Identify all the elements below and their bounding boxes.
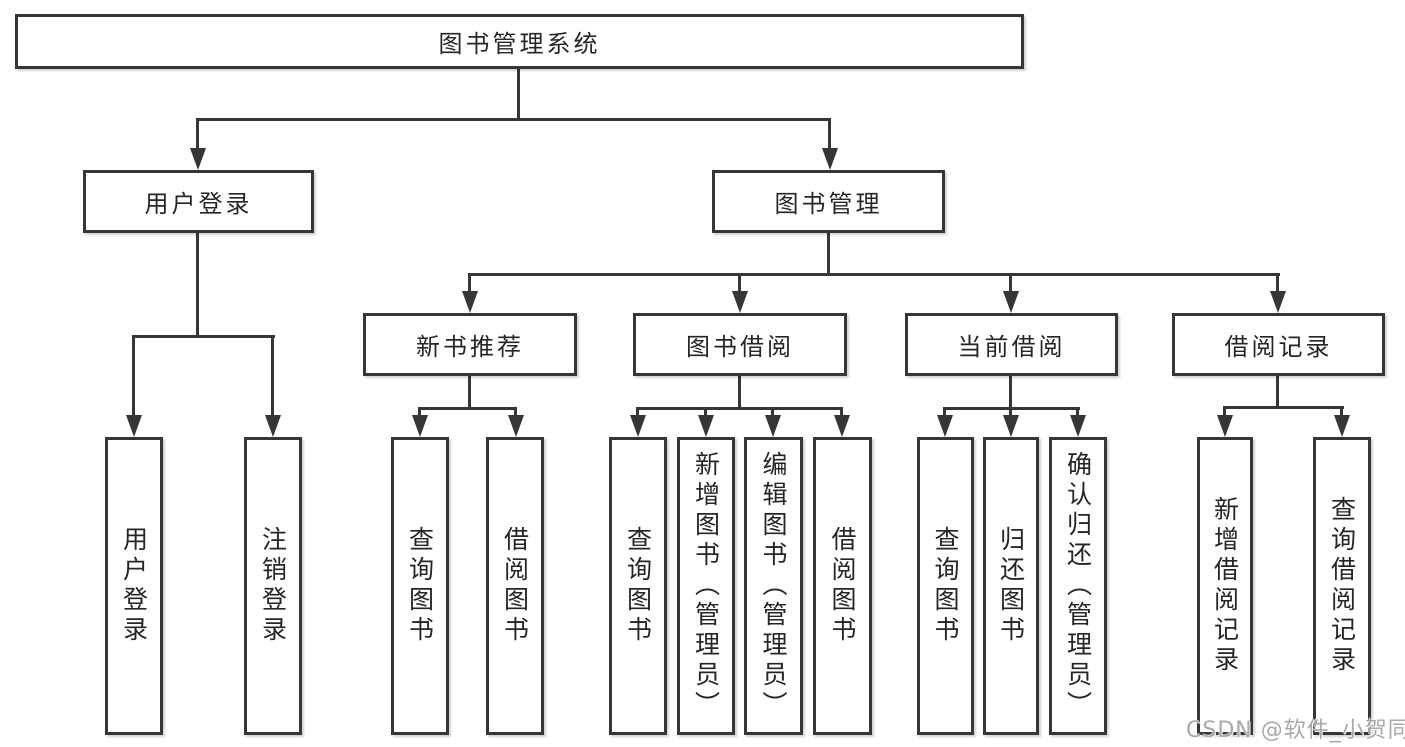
connector-line	[1223, 406, 1344, 409]
connector-line	[827, 231, 830, 273]
arrow-down-icon	[1334, 415, 1350, 437]
connector-line	[636, 407, 639, 417]
connector-line	[468, 374, 471, 407]
node-book-management: 图书管理	[712, 170, 945, 233]
arrow-down-icon	[1270, 291, 1286, 313]
arrow-down-icon	[822, 148, 838, 170]
leaf-user-login: 用户登录	[105, 437, 163, 735]
leaf-query-books-recommend: 查询图书	[391, 437, 449, 735]
arrow-down-icon	[462, 291, 478, 313]
leaf-borrow-books-recommend-label: 借阅图书	[500, 526, 530, 646]
node-user-login: 用户登录	[83, 170, 314, 233]
arrow-down-icon	[834, 415, 850, 437]
connector-line	[1223, 406, 1226, 417]
leaf-query-books-current: 查询图书	[917, 437, 974, 735]
leaf-add-books-admin-label: 新增图书（管理员）	[691, 451, 721, 721]
connector-line	[1340, 406, 1343, 417]
leaf-query-books-current-label: 查询图书	[931, 526, 960, 646]
connector-line	[468, 273, 471, 293]
arrow-down-icon	[1070, 415, 1086, 437]
leaf-query-borrow-record: 查询借阅记录	[1313, 437, 1371, 735]
connector-line	[271, 335, 274, 417]
connector-line	[738, 273, 741, 293]
connector-line	[514, 407, 517, 417]
leaf-query-borrow-record-label: 查询借阅记录	[1327, 496, 1357, 676]
arrow-down-icon	[765, 415, 781, 437]
leaf-logout: 注销登录	[244, 437, 302, 735]
connector-line	[196, 231, 199, 335]
leaf-borrow-books: 借阅图书	[813, 437, 872, 735]
arrow-down-icon	[265, 415, 281, 437]
arrow-down-icon	[698, 415, 714, 437]
leaf-borrow-books-label: 借阅图书	[828, 526, 857, 646]
node-root: 图书管理系统	[15, 14, 1024, 69]
connector-line	[196, 118, 199, 150]
leaf-user-login-label: 用户登录	[119, 526, 149, 646]
connector-line	[1009, 273, 1012, 293]
connector-line	[1076, 407, 1079, 417]
arrow-down-icon	[1003, 291, 1019, 313]
arrow-down-icon	[412, 415, 428, 437]
leaf-edit-books-admin: 编辑图书（管理员）	[744, 437, 803, 735]
connector-line	[517, 68, 520, 118]
node-borrowing-records-label: 借阅记录	[1224, 333, 1333, 361]
node-book-borrowing-label: 图书借阅	[686, 333, 794, 361]
leaf-confirm-return-admin: 确认归还（管理员）	[1049, 437, 1107, 735]
connector-line	[840, 407, 843, 417]
arrow-down-icon	[732, 291, 748, 313]
arrow-down-icon	[190, 148, 206, 170]
connector-line	[738, 374, 741, 407]
connector-line	[1009, 407, 1012, 417]
node-new-book-recommend: 新书推荐	[363, 313, 577, 376]
connector-line	[418, 407, 517, 410]
connector-line	[704, 407, 707, 417]
connector-line	[771, 407, 774, 417]
connector-line	[1009, 374, 1012, 407]
node-current-borrowing: 当前借阅	[905, 313, 1118, 376]
arrow-down-icon	[1003, 415, 1019, 437]
connector-line	[1276, 374, 1279, 406]
arrow-down-icon	[937, 415, 953, 437]
leaf-logout-label: 注销登录	[258, 526, 288, 646]
node-borrowing-records: 借阅记录	[1172, 313, 1385, 376]
node-current-borrowing-label: 当前借阅	[957, 333, 1066, 361]
leaf-query-books-borrowing-label: 查询图书	[623, 526, 653, 646]
node-book-management-label: 图书管理	[774, 190, 883, 218]
arrow-down-icon	[1217, 415, 1233, 437]
node-user-login-label: 用户登录	[144, 190, 253, 218]
node-book-borrowing: 图书借阅	[633, 313, 847, 376]
connector-line	[636, 407, 843, 410]
leaf-add-books-admin: 新增图书（管理员）	[677, 437, 735, 735]
node-root-label: 图书管理系统	[438, 30, 601, 58]
leaf-borrow-books-recommend: 借阅图书	[486, 437, 544, 735]
leaf-query-books-recommend-label: 查询图书	[405, 526, 435, 646]
csdn-watermark: CSDN @软件_小贺同学	[1186, 718, 1405, 743]
arrow-down-icon	[508, 415, 524, 437]
leaf-query-books-borrowing: 查询图书	[609, 437, 667, 735]
connector-line	[943, 407, 946, 417]
connector-line	[132, 335, 135, 417]
arrow-down-icon	[630, 415, 646, 437]
connector-line	[1276, 273, 1279, 293]
arrow-down-icon	[126, 415, 142, 437]
connector-line	[196, 118, 831, 121]
leaf-confirm-return-admin-label: 确认归还（管理员）	[1063, 451, 1093, 721]
node-new-book-recommend-label: 新书推荐	[416, 333, 524, 361]
connector-line	[418, 407, 421, 417]
leaf-edit-books-admin-label: 编辑图书（管理员）	[759, 451, 788, 721]
connector-line	[468, 273, 1280, 276]
leaf-return-books: 归还图书	[983, 437, 1039, 735]
leaf-add-borrow-record-label: 新增借阅记录	[1210, 496, 1240, 676]
leaf-add-borrow-record: 新增借阅记录	[1197, 437, 1253, 735]
leaf-return-books-label: 归还图书	[996, 526, 1026, 646]
connector-line	[828, 118, 831, 150]
connector-line	[132, 335, 275, 338]
